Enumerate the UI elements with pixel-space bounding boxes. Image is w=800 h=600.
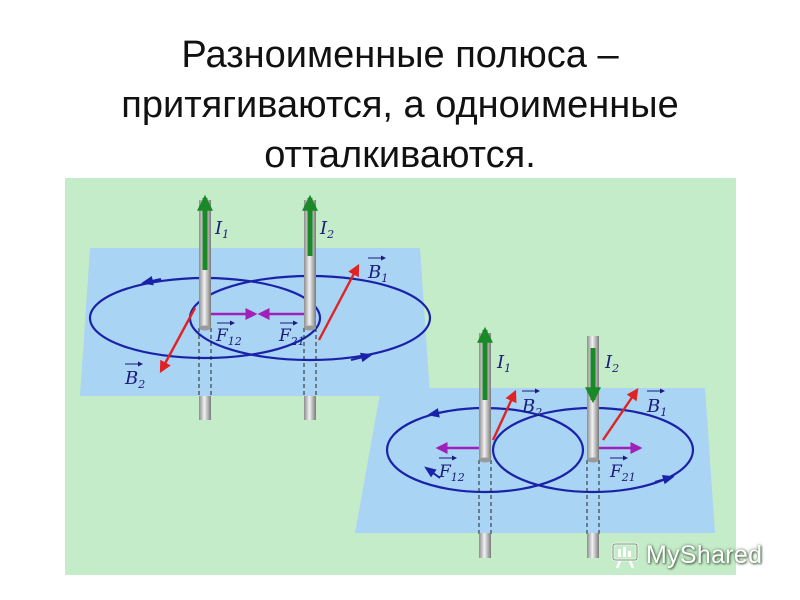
repel-b2-vector bbox=[491, 389, 517, 441]
attract-b2-vector bbox=[159, 307, 197, 374]
repel-plane bbox=[355, 388, 715, 533]
repel-b1-vector bbox=[602, 388, 639, 441]
attract-i1-label: I1 bbox=[214, 218, 229, 241]
repel-b2-label: B2 bbox=[521, 396, 542, 419]
repel-field-direction-1 bbox=[427, 408, 449, 418]
attract-b1-label: B1 bbox=[367, 262, 388, 285]
attract-scene: I1 I2 B1 B2 F12 F21 bbox=[80, 194, 432, 420]
attract-rod2-base bbox=[304, 325, 316, 331]
title-line-3: отталкиваются. bbox=[264, 134, 536, 176]
slide-title: Разноименные полюса – притягиваются, а о… bbox=[0, 30, 800, 180]
presentation-board-icon bbox=[611, 542, 639, 569]
repel-f12-label: F12 bbox=[438, 462, 465, 484]
repel-rod1-base bbox=[479, 457, 491, 463]
figure-svg: I1 I2 B1 B2 F12 F21 bbox=[65, 178, 736, 575]
magnetic-interaction-figure: I1 I2 B1 B2 F12 F21 bbox=[65, 178, 736, 575]
repel-b1-label: B1 bbox=[646, 396, 667, 419]
attract-i2-label: I2 bbox=[319, 218, 334, 241]
repel-rod2-base bbox=[587, 457, 599, 463]
attract-rod1-bottom bbox=[199, 396, 211, 420]
attract-field-direction-1 bbox=[141, 276, 162, 286]
attract-rod1-base bbox=[199, 325, 211, 331]
repel-i2-label: I2 bbox=[604, 352, 619, 375]
title-line-1: Разноименные полюса – bbox=[181, 34, 619, 76]
repel-rod2-bottom bbox=[587, 533, 599, 558]
attract-b1-vector bbox=[317, 263, 360, 341]
repel-f21-label: F21 bbox=[609, 462, 636, 484]
repel-i1-label: I1 bbox=[496, 352, 511, 375]
attract-f12-label: F12 bbox=[215, 326, 242, 348]
attract-f21-label: F21 bbox=[278, 326, 305, 348]
repel-field-direction-2 bbox=[424, 466, 441, 479]
repel-scene: I1 I2 B2 B1 F12 F21 bbox=[355, 326, 715, 558]
watermark: MyShared bbox=[610, 540, 762, 570]
repel-rod1-bottom bbox=[479, 533, 491, 558]
attract-field-direction-2 bbox=[350, 352, 373, 363]
watermark-text: MyShared bbox=[646, 540, 763, 569]
attract-b2-label: B2 bbox=[124, 368, 145, 391]
attract-rod2-bottom bbox=[304, 396, 316, 420]
repel-field-direction-3 bbox=[654, 475, 675, 485]
attract-rod2 bbox=[304, 200, 316, 328]
title-line-2: притягиваются, а одноименные bbox=[121, 84, 679, 126]
